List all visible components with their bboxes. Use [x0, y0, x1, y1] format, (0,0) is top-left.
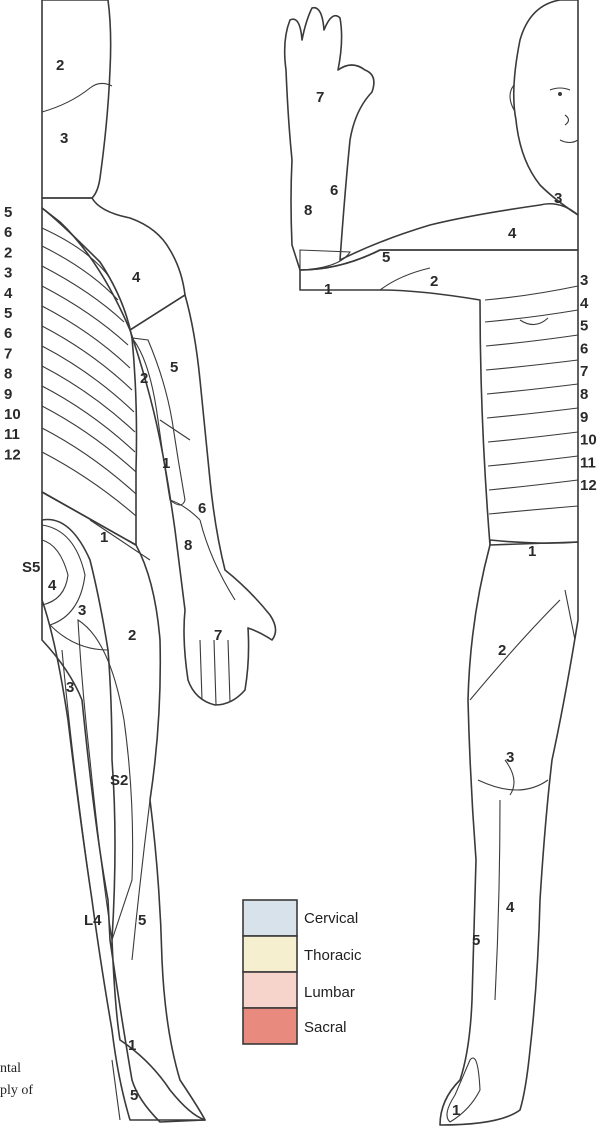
back-side-label-8: 8 [4, 366, 12, 383]
front-side-label-3: 6 [580, 340, 588, 357]
back-figure [42, 0, 276, 1122]
label-arm-5: 5 [170, 359, 178, 376]
label-hand-7: 7 [214, 627, 222, 644]
caption-line-2: ply of [0, 1083, 33, 1098]
front-side-label-2: 5 [580, 318, 588, 335]
label-l2: 2 [128, 627, 136, 644]
legend-label-sacral: Sacral [304, 1019, 347, 1036]
label-forearm-8: 8 [184, 537, 192, 554]
front-lumbar-region [440, 542, 578, 1125]
back-side-label-10: 10 [4, 406, 21, 423]
label-front-arm-5: 5 [382, 249, 390, 266]
back-sacral-region [42, 520, 205, 1123]
label-front-l1: 1 [528, 543, 536, 560]
back-side-label-5: 5 [4, 305, 12, 322]
front-side-label-9: 12 [580, 477, 597, 494]
label-s5: S5 [22, 559, 40, 576]
label-shoulder-4: 4 [132, 269, 141, 286]
back-thoracic-stripes [42, 228, 136, 516]
face-features [510, 85, 578, 143]
back-side-label-12: 12 [4, 446, 21, 463]
back-side-label-1: 6 [4, 224, 12, 241]
legend-swatch-sacral [243, 1008, 297, 1044]
label-arm-2: 2 [140, 370, 148, 387]
back-shoulder-region [42, 198, 185, 330]
label-s4: 4 [48, 577, 57, 594]
front-side-label-5: 8 [580, 386, 588, 403]
label-head-2: 2 [56, 57, 64, 74]
back-thoracic-region [42, 208, 137, 545]
label-s3: 3 [78, 602, 86, 619]
label-forearm-6: 6 [198, 500, 206, 517]
front-side-labels: 3 4 5 6 7 8 9 10 11 12 [580, 272, 597, 494]
front-lumbar-lines [470, 590, 575, 1000]
front-thoracic-stripes [485, 286, 578, 514]
legend: Cervical Thoracic Lumbar Sacral [243, 900, 362, 1044]
label-front-chest-2: 2 [430, 273, 438, 290]
back-side-labels: 5 6 2 3 4 5 6 7 8 9 10 11 12 [4, 204, 21, 463]
label-front-arm-8: 8 [304, 202, 312, 219]
label-front-foot-1: 1 [452, 1102, 460, 1119]
label-front-hand-7: 7 [316, 89, 324, 106]
label-front-neck-3: 3 [554, 190, 562, 207]
label-l5: 5 [138, 912, 146, 929]
label-foot-5: 5 [130, 1087, 138, 1104]
back-side-label-3: 3 [4, 265, 12, 282]
label-front-l3: 3 [506, 749, 514, 766]
front-thoracic-region [300, 250, 578, 545]
label-s2: S2 [110, 772, 128, 789]
back-side-label-11: 11 [4, 426, 20, 443]
label-front-l4: 4 [506, 899, 515, 916]
legend-label-lumbar: Lumbar [304, 984, 355, 1001]
back-side-label-6: 6 [4, 325, 12, 342]
front-side-label-4: 7 [580, 363, 588, 380]
legend-label-thoracic: Thoracic [304, 947, 362, 964]
label-front-l5: 5 [472, 932, 480, 949]
back-side-label-0: 5 [4, 204, 12, 221]
back-side-label-9: 9 [4, 386, 12, 403]
label-front-shoulder-4: 4 [508, 225, 517, 242]
front-side-label-8: 11 [580, 454, 596, 471]
caption-line-1: ntal [0, 1061, 21, 1076]
label-l3: 3 [66, 679, 74, 696]
label-foot-1: 1 [128, 1037, 136, 1054]
label-neck-3: 3 [60, 130, 68, 147]
legend-swatch-lumbar [243, 972, 297, 1008]
back-head-region [42, 0, 111, 198]
front-side-label-1: 4 [580, 295, 589, 312]
legend-swatch-thoracic [243, 936, 297, 972]
label-l4: L4 [84, 912, 102, 929]
label-front-arm-1: 1 [324, 281, 332, 298]
front-arm-hand-region [285, 8, 578, 270]
label-arm-1: 1 [162, 455, 170, 472]
back-side-label-4: 4 [4, 285, 13, 302]
label-front-arm-6: 6 [330, 182, 338, 199]
front-side-label-0: 3 [580, 272, 588, 289]
legend-label-cervical: Cervical [304, 910, 358, 927]
front-side-label-6: 9 [580, 409, 588, 426]
label-lumbar-1: 1 [100, 529, 108, 546]
back-side-label-7: 7 [4, 345, 12, 362]
label-front-l2: 2 [498, 642, 506, 659]
legend-swatch-cervical [243, 900, 297, 936]
front-side-label-7: 10 [580, 432, 597, 449]
back-side-label-2: 2 [4, 244, 12, 261]
front-head-region [514, 0, 578, 215]
